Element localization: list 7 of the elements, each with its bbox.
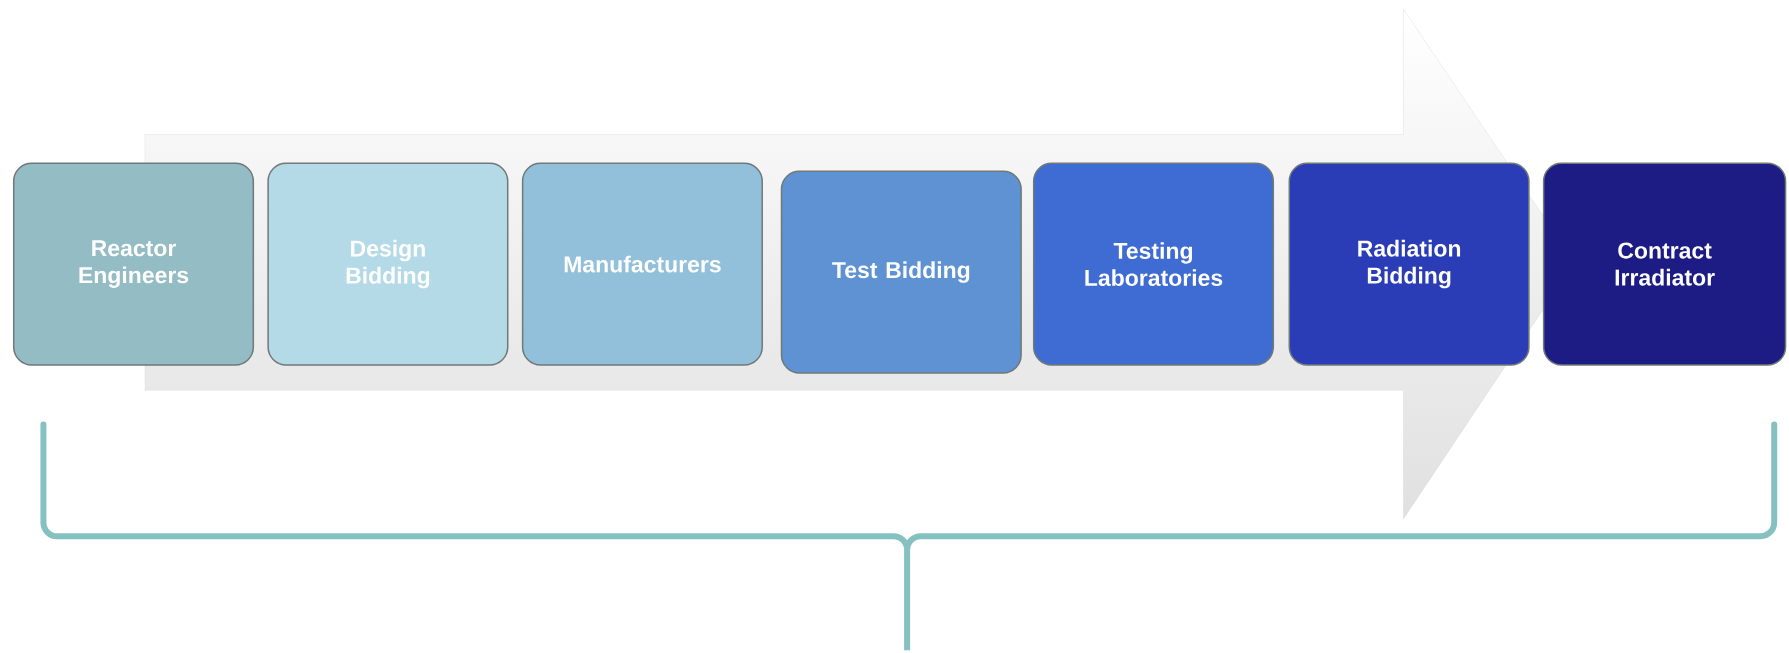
process-box: Contract Irradiator — [1542, 162, 1787, 366]
process-box: Reactor Engineers — [12, 162, 255, 366]
process-box: Test Bidding — [780, 170, 1022, 374]
process-box: Manufacturers — [521, 162, 763, 366]
process-box: Design Bidding — [267, 162, 509, 366]
process-box: Testing Laboratories — [1032, 162, 1275, 366]
process-box: Radiation Bidding — [1288, 162, 1530, 366]
